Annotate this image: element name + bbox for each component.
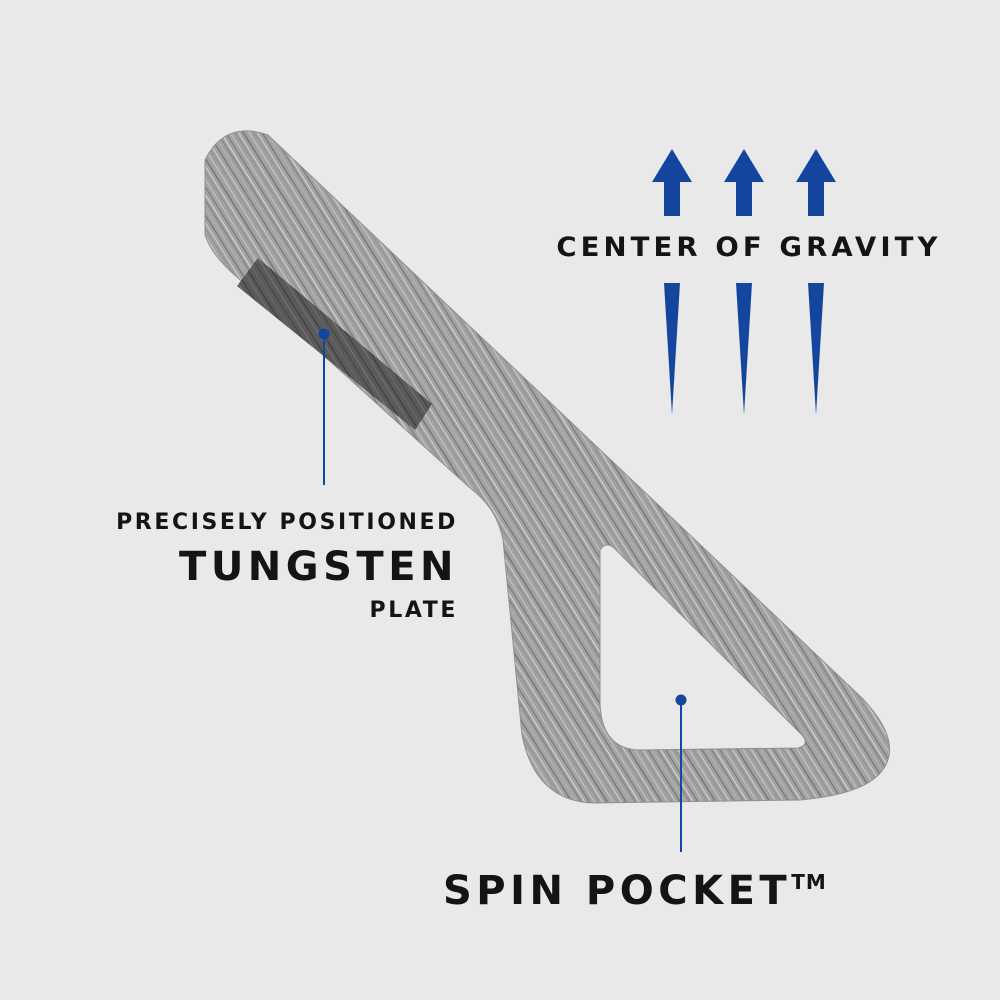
trademark-mark: TM bbox=[791, 870, 827, 894]
spin-pocket-label: Spin PocketTM bbox=[443, 871, 827, 911]
cog-arrow-2 bbox=[724, 149, 764, 415]
cog-arrow-3 bbox=[796, 149, 836, 415]
arrow-up-icon bbox=[652, 149, 692, 216]
arrow-tail-icon bbox=[664, 283, 680, 415]
club-head-section bbox=[204, 130, 891, 804]
tungsten-label-line3: Plate bbox=[369, 598, 458, 623]
spin-pocket-text: Spin Pocket bbox=[443, 868, 792, 914]
cog-arrow-1 bbox=[652, 149, 692, 415]
arrow-up-icon bbox=[724, 149, 764, 216]
spin-pocket-leader-dot bbox=[675, 694, 687, 706]
center-of-gravity-label: Center of Gravity bbox=[556, 232, 942, 263]
tungsten-label-line2: Tungsten bbox=[179, 544, 458, 590]
tungsten-leader-dot bbox=[318, 328, 330, 340]
arrow-up-icon bbox=[796, 149, 836, 216]
tungsten-plate bbox=[237, 258, 432, 430]
arrow-tail-icon bbox=[808, 283, 824, 415]
tungsten-label-line1: Precisely Positioned bbox=[116, 510, 458, 535]
arrow-tail-icon bbox=[736, 283, 752, 415]
